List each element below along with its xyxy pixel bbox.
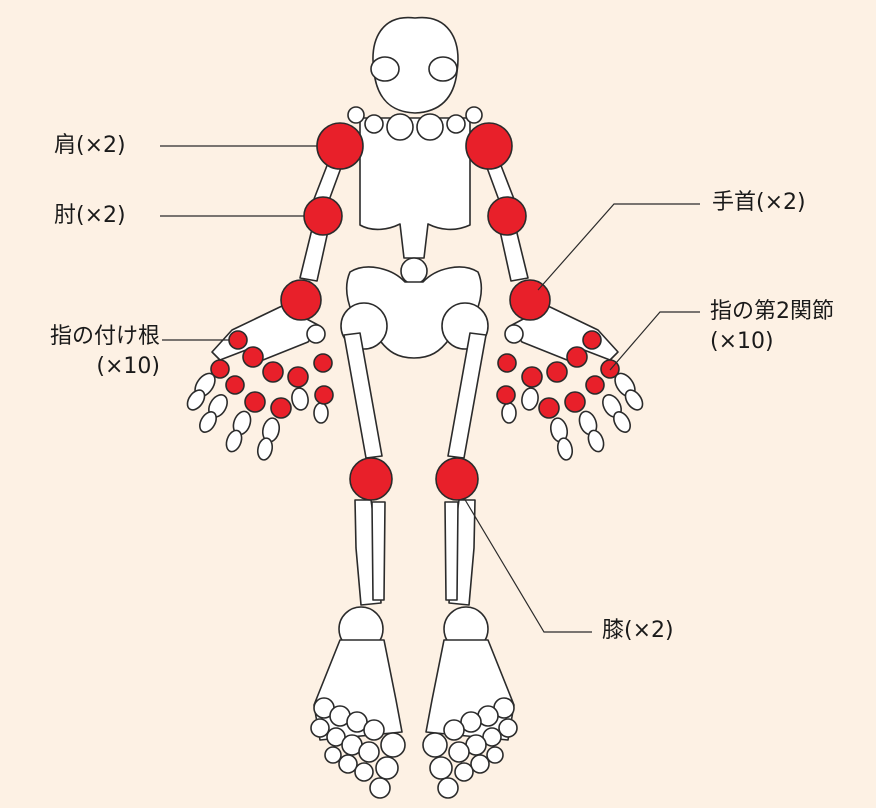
left-elbow-joint <box>304 197 342 235</box>
left-knee-joint <box>350 458 392 500</box>
left-foot <box>311 640 405 798</box>
finger-second-joint-label-line2: (×10) <box>710 327 834 357</box>
finger-second-joint-label: 指の第2関節 (×10) <box>710 297 834 357</box>
finger-base-label-line1: 指の付け根 <box>10 322 160 352</box>
left-wrist-joint <box>281 280 321 320</box>
finger-base-label-line2: (×10) <box>10 352 160 382</box>
wrist-label: 手首(×2) <box>712 188 806 218</box>
elbow-label: 肘(×2) <box>54 201 126 231</box>
finger-second-joint-leader <box>610 312 700 370</box>
left-shoulder-joint <box>317 123 363 169</box>
wrist-leader <box>538 204 700 290</box>
right-foot <box>423 640 517 798</box>
right-shoulder-joint <box>466 123 512 169</box>
shoulder-label: 肩(×2) <box>54 131 126 161</box>
finger-second-joint-label-line1: 指の第2関節 <box>710 297 834 327</box>
knee-leader <box>464 498 592 632</box>
right-wrist-joint <box>510 280 550 320</box>
finger-base-label: 指の付け根 (×10) <box>10 322 160 382</box>
skull <box>371 18 458 113</box>
torso <box>348 107 482 284</box>
knee-label: 膝(×2) <box>602 616 674 646</box>
right-knee-joint <box>436 458 478 500</box>
right-elbow-joint <box>488 197 526 235</box>
